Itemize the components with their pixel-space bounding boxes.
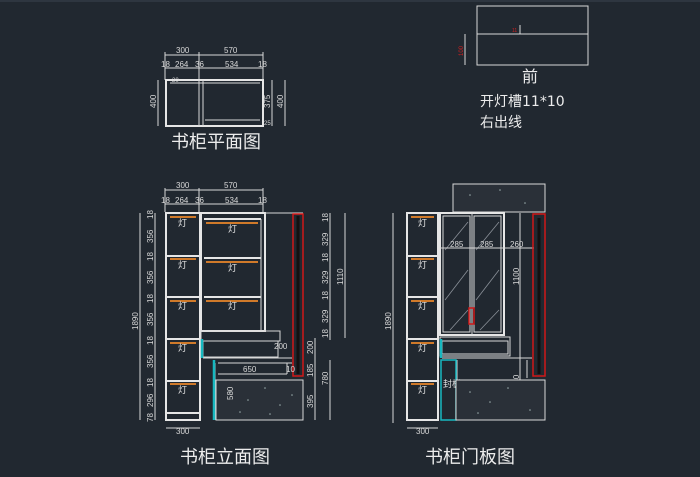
door-bottom-300: 300 [416,427,430,436]
detail-side-dim: 100 [459,45,465,56]
light-label: 灯 [418,343,427,354]
light-label: 灯 [418,301,427,312]
stone-block [215,379,304,421]
light-channel [292,213,304,377]
door-bottom-stone [455,379,546,421]
elev-left-dim: 356 [146,312,155,326]
elev-right-dim: 329 [321,309,330,323]
door-view: 1890 灯 灯 灯 灯 灯 285 285 260 1100 780 [384,183,546,468]
elev-left-dim: 356 [146,229,155,243]
light-label: 灯 [418,385,427,396]
cover-panel [440,359,457,421]
stone-texture [229,387,293,415]
plan-subdim: 534 [225,60,239,69]
dim-200-h: 200 [274,342,288,351]
light-label: 灯 [178,301,187,312]
light-label: 灯 [178,343,187,354]
plan-dim-375: 375 [263,94,272,108]
detail-red-dim: 11 [512,28,517,34]
note-wiring: 右出线 [480,115,522,131]
door-width-dim: 285 [450,240,464,249]
door-title: 书柜门板图 [425,447,515,468]
door-width-dim: 285 [480,240,494,249]
elev-dim-570: 570 [224,181,238,190]
light-slot-detail: 100 11 前 开灯槽11*10 右出线 [459,5,589,131]
plan-subdim: 264 [175,60,189,69]
light-channel [532,213,546,377]
elev-subdim: 36 [195,196,204,205]
elev-desk-dim: 185 [306,363,315,377]
light-label: 灯 [178,260,187,271]
door-width-dim: 260 [510,240,524,249]
elev-total-height: 1890 [131,312,140,330]
plan-subdim: 18 [161,60,170,69]
door-height-dim: 1100 [512,267,521,285]
elev-left-dim: 356 [146,270,155,284]
elev-desk-dim: 780 [321,371,330,385]
elev-right-dim: 18 [321,329,330,338]
plan-dim-400-right: 400 [276,94,285,108]
elev-left-dim: 18 [146,294,155,303]
elev-desk-dim: 395 [306,394,315,408]
stone-texture [469,189,531,414]
dim-10: 10 [286,365,295,374]
plan-subdim: 36 [195,60,204,69]
front-label: 前 [522,67,538,86]
elev-right-dim: 329 [321,270,330,284]
elevation-view: 300 570 18 264 36 534 18 灯 灯 灯 灯 灯 灯 灯 灯 [131,181,346,468]
elev-subdim: 18 [258,196,267,205]
elev-subdim: 18 [161,196,170,205]
light-strips [170,216,258,385]
plan-dim-570: 570 [224,46,238,55]
door-top-stone [452,183,546,213]
elev-desk-dim: 200 [306,340,315,354]
note-light-slot: 开灯槽11*10 [480,94,565,110]
elev-bottom-300: 300 [176,427,190,436]
plan-view: 300 570 18 264 36 534 18 400 375 400 20 … [149,46,286,153]
light-label: 灯 [228,301,237,312]
plan-subdim: 18 [258,60,267,69]
elev-subdim: 264 [175,196,189,205]
elev-right-dim: 18 [321,291,330,300]
glass-hatch [444,221,500,331]
dim-650: 650 [243,365,257,374]
plan-dim-400-left: 400 [149,94,158,108]
door-total-height: 1890 [384,312,393,330]
elev-left-dim: 18 [146,378,155,387]
elev-right-dim: 18 [321,213,330,222]
elev-subdim: 534 [225,196,239,205]
elev-left-dim: 18 [146,210,155,219]
elev-left-dim: 18 [146,336,155,345]
light-label: 灯 [228,263,237,274]
elev-right-dim: 18 [321,253,330,262]
plan-dim-small: 25 [264,121,271,127]
light-label: 灯 [228,224,237,235]
elevation-title: 书柜立面图 [180,447,270,468]
light-label: 灯 [418,218,427,229]
plan-dim-300: 300 [176,46,190,55]
elev-dim-300: 300 [176,181,190,190]
elev-dim-1110: 1110 [336,268,345,285]
door-handle [468,307,475,325]
light-label: 灯 [418,260,427,271]
elev-left-dim: 356 [146,354,155,368]
light-label: 灯 [178,218,187,229]
elev-left-dim: 78 [146,413,155,422]
elev-right-dim: 329 [321,232,330,246]
plan-title: 书柜平面图 [171,132,261,153]
plan-dim-small: 20 [172,78,179,84]
light-label: 灯 [178,385,187,396]
elev-left-dim: 296 [146,393,155,407]
elev-left-dim: 18 [146,252,155,261]
dim-580: 580 [226,386,235,400]
